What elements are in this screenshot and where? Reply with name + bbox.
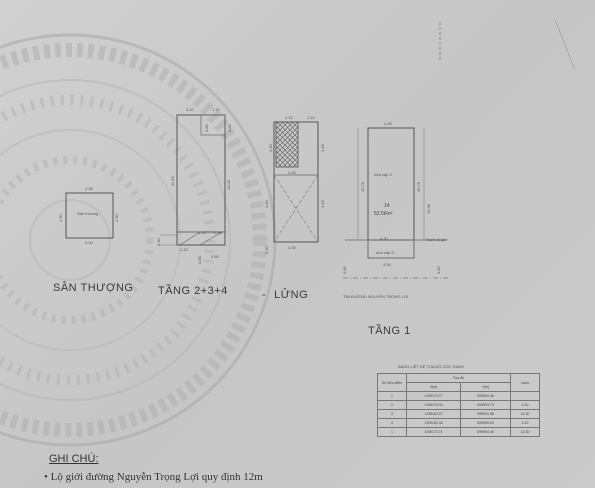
lung-bottom: 4.30 <box>288 245 296 250</box>
tang1-room: nhà cấp 3 <box>374 172 392 177</box>
table-cell: 3 <box>377 409 407 419</box>
table-header-row: Số hiệu điểm Tọa độ Cạnh <box>377 373 540 392</box>
table-cell: 1195163.07 <box>405 409 462 419</box>
lung-top-b: 1.10 <box>307 115 315 120</box>
table-row: 2 1195176.04 599593.73 4.30 <box>377 400 540 410</box>
table-header-edge: Cạnh <box>510 373 540 392</box>
table-cell: 1195173.71 <box>405 391 462 401</box>
label-tang-1: TẦNG 1 <box>368 325 411 337</box>
table-subheader-x: X(m) <box>405 382 462 392</box>
notes-bullet: • Lộ giới đường Nguyễn Trọng Lợi quy địn… <box>44 471 263 483</box>
tang1-left-small: 0.80 <box>342 266 347 274</box>
table-cell: 1 <box>377 427 407 437</box>
tang234-b1: 1.00 <box>198 230 206 235</box>
table-cell: 599594.46 <box>460 427 511 437</box>
table-row: 1 1195173.71 599594.46 <box>377 391 540 401</box>
table-cell: 599591.68 <box>460 409 511 419</box>
tang1-label-right: Ranh lộ giới <box>426 237 448 242</box>
tang1-top: 4.30 <box>384 121 392 126</box>
table-header-point: Số hiệu điểm <box>377 373 407 392</box>
lung-top-a: 3.10 <box>285 115 293 120</box>
lung-d1: 3.30 <box>268 144 273 152</box>
table-cell: 2 <box>377 400 407 410</box>
table-cell: 12.30 <box>510 409 540 419</box>
tang234-b3: 0.30 <box>156 238 161 246</box>
tang234-b4: 0.85 <box>211 254 219 259</box>
tang1-right-dim: 10.70 <box>416 181 421 192</box>
coords-table: Số hiệu điểm Tọa độ Cạnh X(m) Y(m) 1 119… <box>377 373 540 437</box>
tang234-stair-a: 0.80 <box>204 124 209 132</box>
lung-d5: 4.15 <box>320 200 325 208</box>
tang1-left-dim: 10.70 <box>360 181 365 192</box>
lung-d2: 3.40 <box>320 144 325 152</box>
notes-bullet-text: Lộ giới đường Nguyễn Trọng Lợi quy định … <box>50 471 263 483</box>
watermark-seal <box>0 33 277 447</box>
table-cell: 4 <box>377 418 407 428</box>
san-thuong-side-left: 4.30 <box>58 214 63 222</box>
table-cell: 599594.46 <box>460 391 511 401</box>
label-lung-text: LỬNG <box>274 289 309 301</box>
table-cell: 599595.94 <box>460 418 511 428</box>
label-san-thuong: SÂN THƯỢNG <box>53 282 134 294</box>
coords-table-title: BẢNG LIỆT KÊ TỌA ĐỘ GÓC RANH <box>398 364 465 369</box>
lung-d3: 4.26 <box>288 170 296 175</box>
table-cell: 12.30 <box>510 427 540 437</box>
table-cell <box>510 391 540 401</box>
tang234-b5: 0.80 <box>197 256 202 264</box>
table-cell: 599593.73 <box>460 400 511 410</box>
table-header-coords: Tọa độ <box>406 373 511 383</box>
tang234-len-right: 10.00 <box>226 179 231 190</box>
lung-d4: 4.40 <box>264 200 269 208</box>
tang234-top-a: 3.10 <box>186 107 194 112</box>
table-row: 4 1195162.45 599595.94 4.30 <box>377 418 540 428</box>
san-thuong-width-bottom: 4.30 <box>85 240 93 245</box>
lung-dash: - <box>262 289 267 301</box>
tang234-top-b: 1.10 <box>212 107 220 112</box>
tang1-bottom: 4.30 <box>383 262 391 267</box>
lung-side: 0.20 <box>264 246 269 254</box>
table-cell: 4.30 <box>510 418 540 428</box>
table-cell: 1195162.45 <box>405 418 462 428</box>
table-row: 3 1195163.07 599591.68 12.30 <box>377 409 540 419</box>
table-subheader-y: Y(m) <box>460 382 511 392</box>
table-row: 1 1195173.71 599594.46 12.30 <box>377 427 540 437</box>
san-thuong-room: Sân thượng <box>77 211 99 216</box>
notes-title: GHI CHÚ: <box>49 453 99 465</box>
table-cell: 4.30 <box>510 400 540 410</box>
tang1-lot-no: 14 <box>384 203 390 209</box>
table-cell: 1195176.04 <box>405 400 462 410</box>
tang1-area: 52.56m² <box>374 211 393 217</box>
san-thuong-width-top: 4.28 <box>85 186 93 191</box>
tang1-inner-bottom: 4.30 <box>380 236 388 241</box>
san-thuong-side-right: 4.30 <box>114 214 119 222</box>
table-cell: 1195173.71 <box>405 427 462 437</box>
table-cell: 1 <box>377 391 407 401</box>
tang1-right-small: 0.80 <box>436 266 441 274</box>
tang1-room-small: nhà cấp 3 <box>376 250 394 255</box>
tang234-b2: 0.80 <box>214 230 222 235</box>
tang1-side-dim: 10.38 <box>426 203 431 214</box>
tang234-bottom: 2.43 <box>180 247 188 252</box>
tang234-stair-b: 0.80 <box>227 124 232 132</box>
label-lung: -LỬNG <box>262 289 308 301</box>
bullet-icon: • <box>44 471 48 483</box>
label-tang-234: TẦNG 2+3+4 <box>158 285 228 297</box>
tang1-road: TIM ĐƯỜNG NGUYỄN TRỌNG LỢI <box>343 294 409 299</box>
tang234-len-left: 11.55 <box>170 176 175 186</box>
